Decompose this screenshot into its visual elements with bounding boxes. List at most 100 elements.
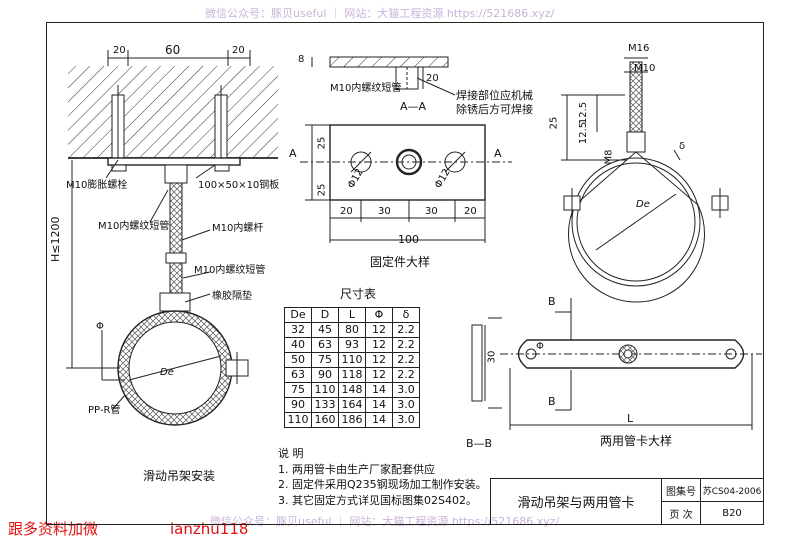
plate-label: 100×50×10钢板	[198, 180, 280, 191]
marker-b-bottom: B	[548, 395, 556, 408]
table-cell: 110	[311, 382, 339, 398]
table-cell: 12	[365, 337, 393, 353]
table-cell: 12	[365, 367, 393, 383]
col-d: D	[311, 307, 339, 323]
page-value: B20	[700, 501, 764, 525]
dim-12-5-b: 12.5	[578, 101, 590, 125]
marker-a-right: A	[494, 147, 502, 160]
height-label: H≤1200	[49, 216, 62, 262]
col-phi: Φ	[365, 307, 393, 323]
table-cell: 133	[311, 397, 339, 413]
dim-bottom-3: 30	[425, 206, 438, 217]
table-cell: 75	[284, 382, 312, 398]
page-label: 页 次	[661, 501, 701, 525]
note-item: 2. 固定件采用Q235钢现场加工制作安装。	[278, 478, 487, 491]
dim-l: L	[627, 412, 634, 425]
de-label-left: De	[160, 367, 174, 378]
table-cell: 90	[284, 397, 312, 413]
drawing-frame	[46, 22, 764, 525]
atlas-label: 图集号	[661, 478, 701, 502]
fixing-caption: 固定件大样	[370, 255, 431, 269]
section-aa: A—A	[400, 100, 427, 113]
rubber-label: 橡胶隔垫	[212, 291, 252, 302]
dim-bottom-1: 20	[340, 206, 353, 217]
atlas-value: 苏CS04-2006	[700, 478, 764, 502]
dim-25-clamp: 25	[548, 116, 560, 130]
table-cell: 148	[338, 382, 366, 398]
dim-20-right: 20	[232, 45, 245, 56]
table-cell: 160	[311, 412, 339, 428]
table-cell: 93	[338, 337, 366, 353]
delta-label: δ	[679, 141, 686, 152]
pipe-label: PP-R管	[88, 405, 121, 416]
table-cell: 3.0	[392, 412, 420, 428]
de-label-clamp: De	[636, 199, 650, 210]
m16-label: M16	[628, 43, 650, 54]
left-caption: 滑动吊架安装	[143, 469, 216, 483]
table-cell: 90	[311, 367, 339, 383]
col-de: De	[284, 307, 312, 323]
aa-short-tube-label: M10内螺纹短管	[330, 83, 402, 94]
table-cell: 63	[311, 337, 339, 353]
table-cell: 186	[338, 412, 366, 428]
table-cell: 75	[311, 352, 339, 368]
short-tube-label: M10内螺纹短管	[98, 221, 170, 232]
table-cell: 12	[365, 352, 393, 368]
table-cell: 2.2	[392, 367, 420, 383]
table-cell: 118	[338, 367, 366, 383]
dim-100: 100	[398, 233, 419, 246]
table-cell: 2.2	[392, 337, 420, 353]
top-watermark: 微信公众号：豚贝useful ｜ 网站：大猫工程资源 https://52168…	[205, 7, 555, 20]
section-bb: B—B	[466, 437, 493, 450]
table-cell: 45	[311, 322, 339, 338]
dim-bottom-4: 20	[464, 206, 477, 217]
table-cell: 14	[365, 397, 393, 413]
table-cell: 14	[365, 382, 393, 398]
short-tube-label-2: M10内螺纹短管	[194, 265, 266, 276]
table-cell: 2.2	[392, 352, 420, 368]
rod-label: M10内螺杆	[212, 223, 264, 234]
table-header-row: De D L Φ δ	[284, 307, 420, 323]
table-cell: 14	[365, 412, 393, 428]
table-cell: 110	[338, 352, 366, 368]
table-cell: 3.0	[392, 382, 420, 398]
dim-8: 8	[298, 54, 305, 65]
weld-note-2: 除锈后方可焊接	[456, 103, 533, 116]
dim-25-bottom: 25	[316, 183, 328, 197]
title-block: 滑动吊架与两用管卡 图集号 苏CS04-2006 页 次 B20	[490, 478, 764, 525]
table-cell: 2.2	[392, 322, 420, 338]
dim-30: 30	[486, 350, 498, 364]
bb-caption: 两用管卡大样	[600, 434, 673, 448]
table-cell: 110	[284, 412, 312, 428]
dim-20-vert: 20	[426, 73, 439, 84]
table-cell: 63	[284, 367, 312, 383]
dim-20-left: 20	[113, 45, 126, 56]
col-delta: δ	[392, 307, 420, 323]
table-cell: 50	[284, 352, 312, 368]
m10-label: M10	[634, 63, 656, 74]
note-item: 1. 两用管卡由生产厂家配套供应	[278, 462, 435, 476]
dim-60: 60	[165, 43, 181, 57]
dim-25-top: 25	[316, 136, 328, 150]
dim-bottom-2: 30	[378, 206, 391, 217]
drawing-title: 滑动吊架与两用管卡	[490, 478, 662, 525]
phi-label: Φ	[96, 321, 104, 332]
table-cell: 40	[284, 337, 312, 353]
table-cell: 32	[284, 322, 312, 338]
col-l: L	[338, 307, 366, 323]
weld-note-1: 焊接部位应机械	[456, 89, 533, 102]
marker-b-top: B	[548, 295, 556, 308]
dim-12-5-a: 12.5	[578, 121, 590, 145]
note-item: 3. 其它固定方式详见国标图集02S402。	[278, 493, 477, 507]
table-cell: 80	[338, 322, 366, 338]
notes-block: 说 明 1. 两用管卡由生产厂家配套供应 2. 固定件采用Q235钢现场加工制作…	[278, 446, 487, 508]
table-cell: 164	[338, 397, 366, 413]
bolt-label: M10膨胀螺栓	[66, 180, 128, 191]
